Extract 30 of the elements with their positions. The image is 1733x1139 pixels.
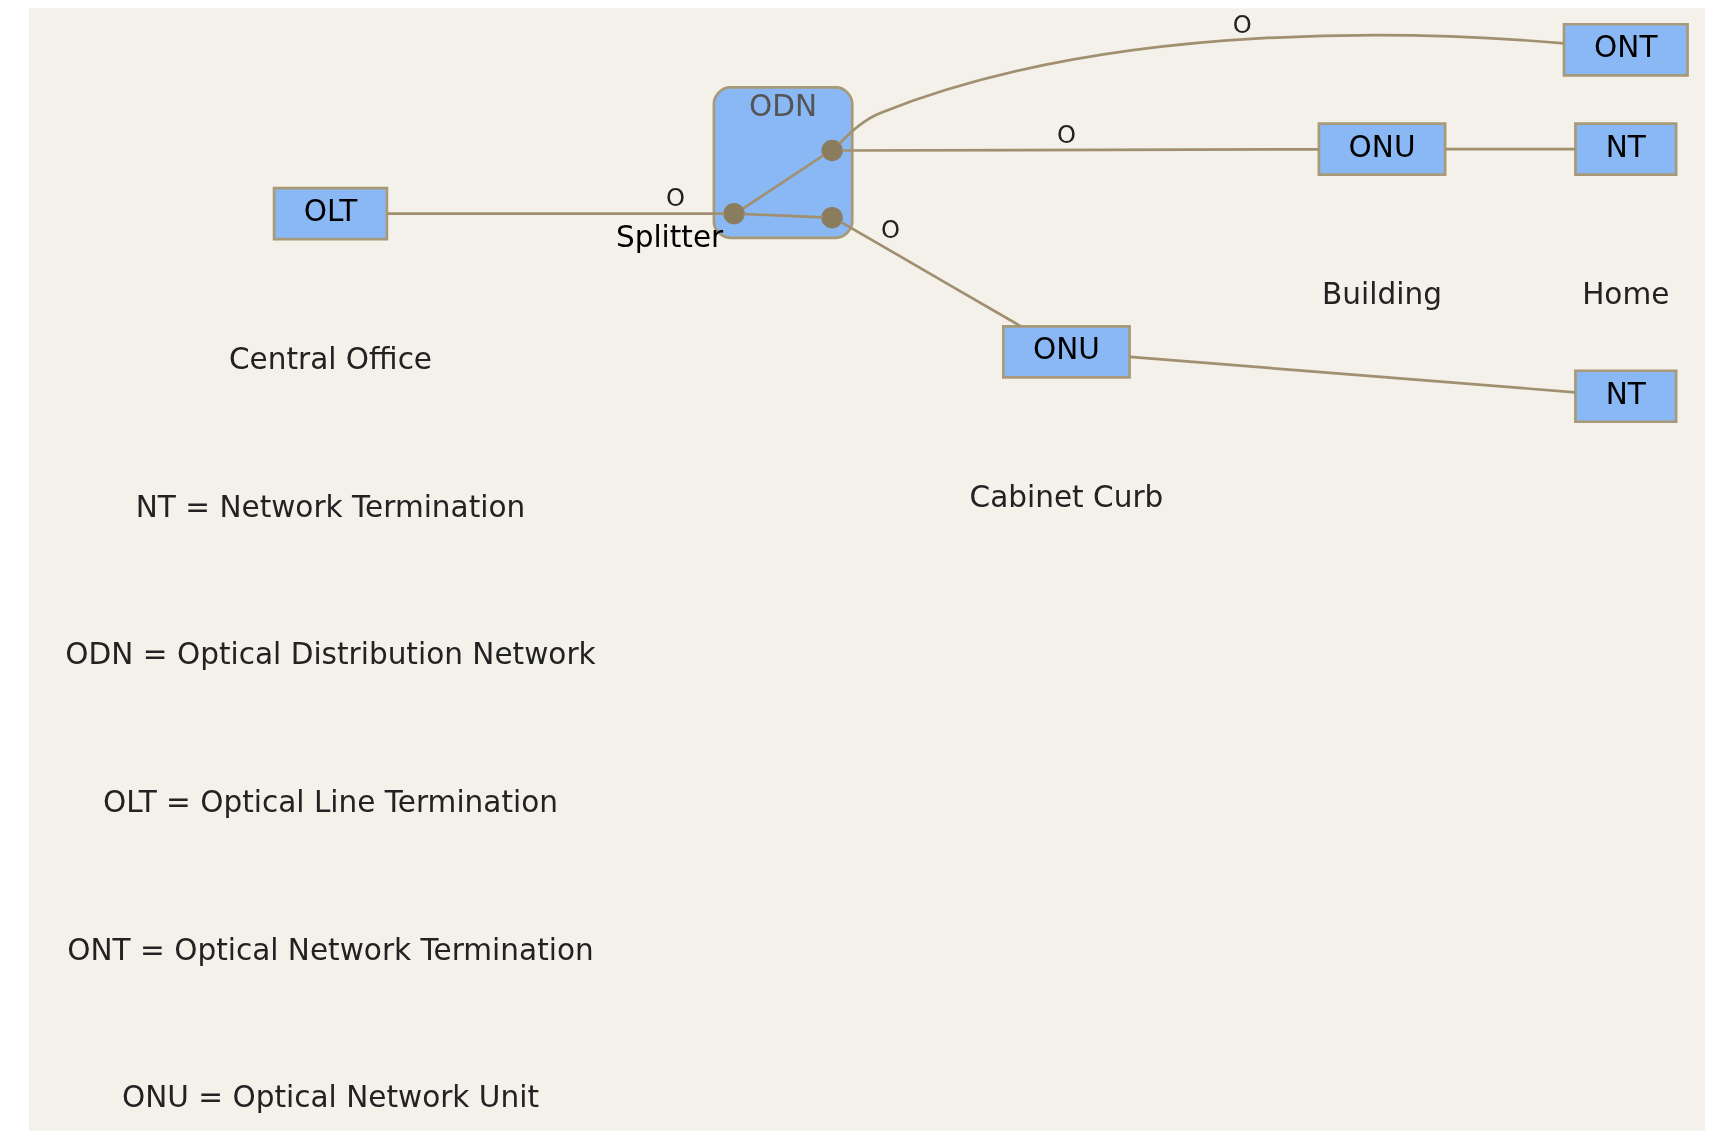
connector [741, 154, 824, 210]
connector [1129, 355, 1575, 394]
connector [839, 220, 1022, 328]
label: OLT = Optical Line Termination [102, 785, 558, 820]
connector [837, 33, 1564, 145]
node-box: NT [1573, 369, 1677, 424]
node-box: ONU [1001, 325, 1131, 379]
node-circle [820, 206, 843, 229]
node-box: ONU [1317, 122, 1446, 176]
edge-label: O [1056, 120, 1076, 149]
label: ODN = Optical Distribution Network [64, 637, 596, 672]
label: Home [1581, 277, 1669, 312]
connector [742, 212, 823, 219]
node-box: NT [1573, 122, 1677, 176]
connector [386, 212, 724, 215]
label: Building [1321, 277, 1442, 312]
label: Central Office [228, 341, 432, 376]
connector [841, 147, 1319, 152]
node-circle [820, 139, 843, 162]
label: ONU = Optical Network Unit [121, 1080, 539, 1115]
edge-label: O [1232, 10, 1252, 39]
label: NT = Network Termination [135, 489, 525, 524]
node-box: OLT [272, 186, 388, 241]
edge-label: O [880, 216, 900, 245]
label: Cabinet Curb [969, 480, 1163, 515]
edge-label: O [665, 184, 685, 213]
node-circle [722, 202, 745, 225]
node-box: ONT [1562, 22, 1689, 77]
connector [1444, 147, 1575, 151]
label: ONT = Optical Network Termination [66, 932, 594, 967]
